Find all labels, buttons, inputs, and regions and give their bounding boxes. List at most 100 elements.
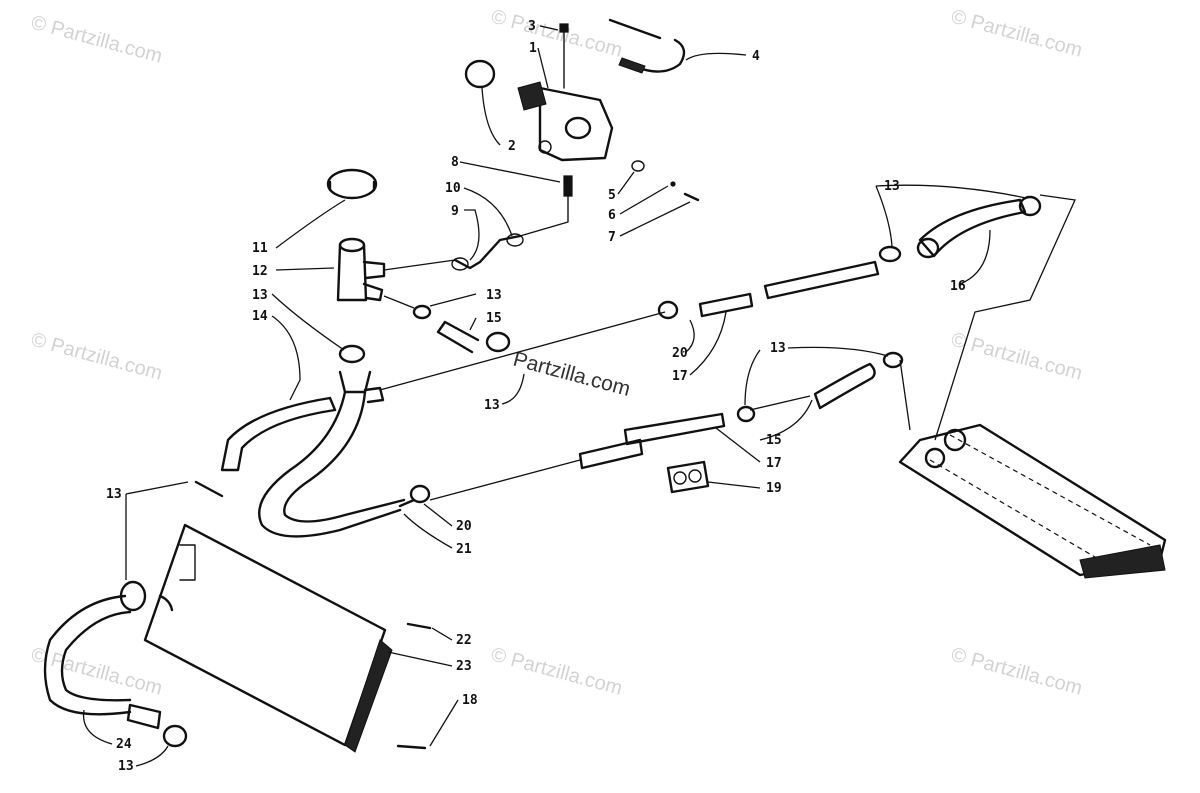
filler-neck-part-12	[336, 243, 368, 302]
callout-24: 24	[116, 737, 132, 752]
tube-part-4-hatch	[618, 57, 646, 74]
fitting-part-18	[396, 744, 427, 750]
callout-17-upper: 17	[672, 369, 688, 384]
leader-6	[619, 185, 669, 215]
fitting-part-8	[563, 175, 573, 197]
callout-18: 18	[462, 693, 478, 708]
radiator-tab	[179, 544, 196, 581]
hose-part-24-outer	[43, 594, 132, 716]
leader-8	[459, 161, 561, 183]
screw-part-3	[559, 23, 569, 33]
filler-neck-top	[338, 237, 366, 253]
radiator-part-23	[143, 523, 387, 747]
clamp-part-10	[506, 233, 524, 247]
watermark: © Partzilla.com	[29, 329, 165, 385]
bracket-hole-b	[688, 469, 702, 483]
spring-part-2	[517, 81, 547, 111]
leader-18	[429, 699, 459, 747]
tube-part-17-lower	[623, 412, 726, 446]
clamp-part-13-bottom	[162, 724, 188, 748]
hose-part-15	[436, 320, 480, 354]
leader-24	[82, 709, 113, 745]
leader-16	[959, 229, 991, 285]
tube-part-17-upper	[763, 260, 880, 300]
callout-2: 2	[508, 139, 516, 154]
callout-15-right: 15	[766, 433, 782, 448]
callout-16: 16	[950, 279, 966, 294]
front-hoses	[194, 344, 431, 538]
watermark: © Partzilla.com	[949, 329, 1085, 385]
heat-exchanger-edge	[1079, 544, 1166, 579]
callout-21: 21	[456, 542, 472, 557]
leader-5	[617, 171, 635, 195]
leader-2	[481, 87, 501, 146]
hose-24-connector	[126, 703, 162, 730]
clamp-part-13-neck	[338, 344, 366, 364]
leader-9	[464, 209, 480, 261]
nut-part-6	[670, 181, 676, 187]
leader-7	[619, 201, 691, 237]
leader-4	[685, 52, 747, 61]
leader-17-upper	[689, 311, 727, 376]
leader-17-lower	[715, 427, 761, 463]
hose-21-end	[398, 498, 416, 508]
watermark-center: Partzilla.com	[511, 348, 633, 401]
clamp-part-13-right	[882, 351, 904, 369]
watermarks: © Partzilla.com © Partzilla.com © Partzi…	[29, 6, 1085, 700]
heat-exchanger-dash-1	[949, 434, 1151, 546]
clamp-part-20-lower	[409, 484, 431, 504]
callout-22: 22	[456, 633, 472, 648]
upper-hose-assembly	[383, 295, 511, 354]
watermark: © Partzilla.com	[489, 644, 625, 700]
bracket-part-19	[666, 460, 710, 494]
washer-part-5	[631, 160, 645, 172]
leader-15-upper	[469, 317, 477, 331]
rear-hoses	[813, 194, 1076, 441]
hose-part-14	[220, 396, 337, 472]
tube-part-4-straight	[608, 18, 662, 40]
callout-13-neck: 13	[252, 288, 268, 303]
leader-13-top-right	[875, 184, 1027, 199]
leader-1	[537, 47, 549, 89]
leader-14	[271, 315, 301, 401]
callout-13-left: 13	[106, 487, 122, 502]
leader-23	[387, 651, 453, 667]
bracket-mount-hole	[538, 140, 552, 154]
clamp-part-9	[451, 257, 469, 271]
leader-13-upper	[429, 293, 477, 307]
leader-20-lower	[423, 503, 453, 527]
hose-16-end	[916, 237, 940, 259]
leader-13-neck	[271, 293, 345, 351]
callout-17-lower: 17	[766, 456, 782, 471]
exchanger-inlet	[943, 428, 967, 452]
clamp-part-13	[412, 304, 432, 320]
tunnel-heat-exchanger	[898, 423, 1167, 579]
hose-part-21-outer	[258, 390, 402, 538]
callout-7: 7	[608, 230, 616, 245]
callout-10: 10	[445, 181, 461, 196]
watermark: © Partzilla.com	[949, 644, 1085, 700]
bracket-hole	[564, 116, 592, 140]
callout-1: 1	[529, 41, 537, 56]
leader-13-left	[125, 481, 189, 495]
leader-10	[463, 187, 513, 237]
callout-23: 23	[456, 659, 472, 674]
hose-21-inlet	[363, 386, 385, 404]
radiator-cap-part-11	[326, 168, 378, 200]
connection-line-right	[934, 194, 1076, 441]
watermark: © Partzilla.com	[29, 644, 165, 700]
leader-13-bottom	[135, 745, 169, 767]
callout-3: 3	[528, 19, 536, 34]
clamp-part-13-radiator	[119, 580, 147, 612]
bracket-hole-a	[673, 471, 687, 485]
upper-line	[379, 311, 666, 391]
radiator-assembly	[143, 523, 432, 753]
callout-13-top: 13	[884, 179, 900, 194]
hose-part-21-inner	[283, 390, 406, 523]
hose-part-16	[918, 198, 1027, 258]
leader-21	[403, 513, 453, 549]
callout-20-lower: 20	[456, 519, 472, 534]
leader-15-right	[759, 399, 813, 441]
leader-12	[275, 267, 335, 271]
